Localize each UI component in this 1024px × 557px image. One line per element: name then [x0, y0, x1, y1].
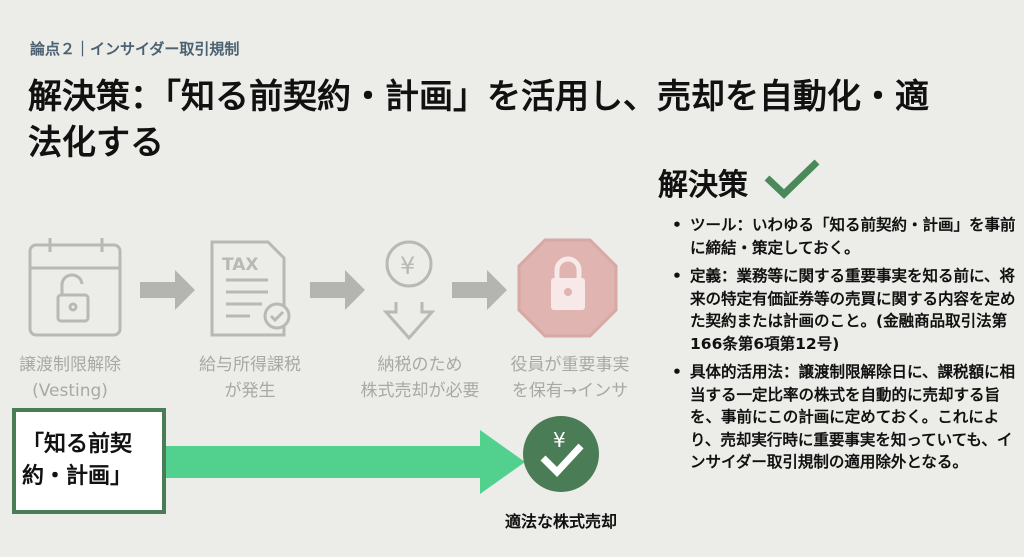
- yen-down-icon: ¥: [382, 240, 436, 341]
- plan-box: 「知る前契約・計画」: [12, 408, 166, 514]
- legal-sale-label: 適法な株式売却: [504, 512, 617, 531]
- arrow-icon: [140, 270, 195, 310]
- section-subtitle: 論点２｜インサイダー取引規制: [30, 40, 240, 58]
- step-label-tax: 給与所得課税が発生: [199, 355, 301, 401]
- step-label-vesting: 譲渡制限解除(Vesting): [19, 355, 121, 401]
- page-title: 解決策：「知る前契約・計画」を活用し、売却を自動化・適法化する: [28, 77, 929, 163]
- check-icon: [764, 159, 820, 199]
- bullet-definition: 定義：業務等に関する重要事実を知る前に、将来の特定有価証券等の売買に関する内容を…: [668, 265, 1018, 355]
- tax-document-icon: TAX: [210, 240, 291, 337]
- flow-icons: TAX ¥: [28, 238, 618, 341]
- svg-text:TAX: TAX: [222, 255, 259, 275]
- bullet-tool: ツール：いわゆる「知る前契約・計画」を事前に締結・策定しておく。: [668, 214, 1018, 259]
- bullet-usage: 具体的活用法：譲渡制限解除日に、課税額に相当する一定比率の株式を自動的に売却する…: [668, 361, 1018, 474]
- solution-heading: 解決策: [658, 168, 748, 203]
- svg-text:¥: ¥: [553, 428, 566, 452]
- process-flow: TAX ¥ 譲渡制限解除(Vesting) 給与所得課税が発生 納税のため株式売…: [0, 230, 640, 430]
- calendar-unlock-icon: [28, 238, 122, 337]
- svg-text:¥: ¥: [400, 252, 415, 280]
- step-label-insider: 役員が重要事実を保有→インサ: [510, 355, 630, 401]
- stop-lock-icon: [517, 238, 618, 338]
- arrow-icon: [452, 270, 507, 310]
- solution-bullets: ツール：いわゆる「知る前契約・計画」を事前に締結・策定しておく。 定義：業務等に…: [668, 214, 1018, 480]
- bypass-arrow-icon: [150, 430, 525, 494]
- step-label-sale: 納税のため株式売却が必要: [360, 355, 480, 401]
- legal-sale-check-icon: ¥: [523, 416, 599, 492]
- arrow-icon: [310, 270, 365, 310]
